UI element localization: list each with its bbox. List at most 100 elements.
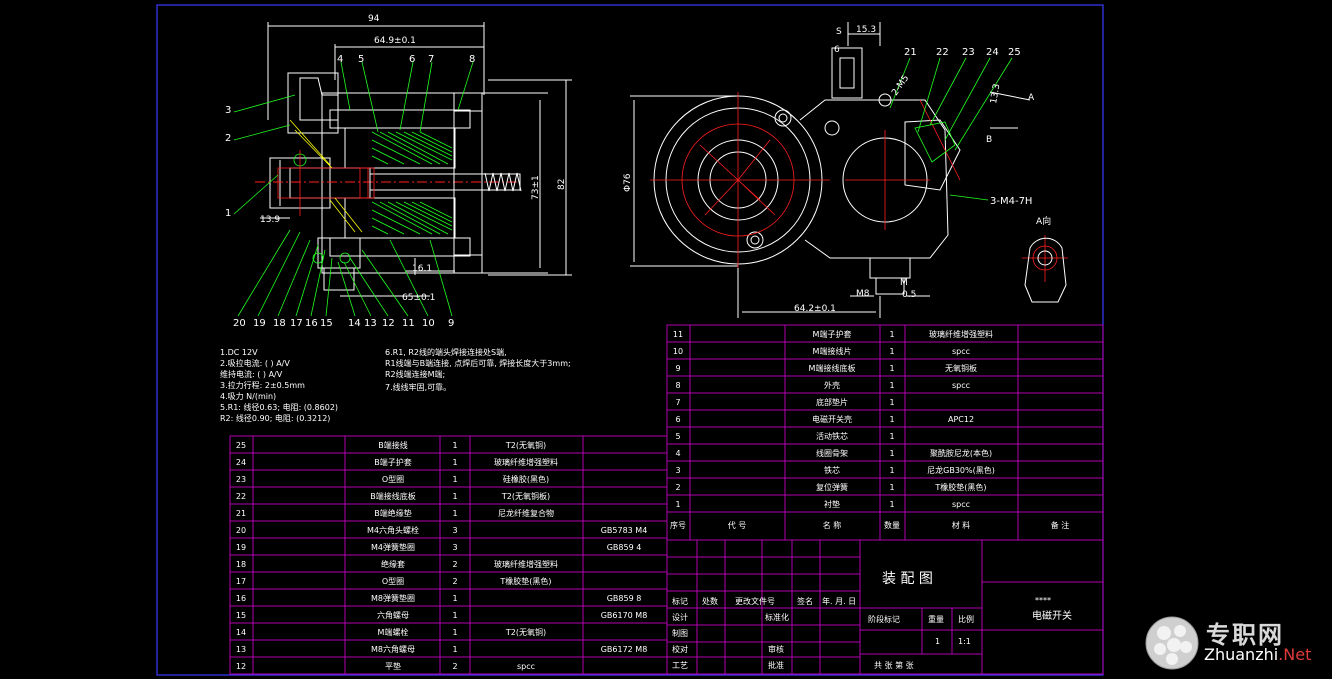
cell-qty: 1 [889, 330, 894, 339]
cell-name: B端绝缘垫 [374, 508, 412, 518]
callout: 14 [348, 318, 361, 329]
cell-qty: 1 [889, 364, 894, 373]
callout: 19 [253, 318, 266, 329]
note-line: R1线端与B端连接, 点焊后可靠, 焊接长度大于3mm; [385, 358, 571, 368]
callout: 6 [409, 54, 415, 65]
cell-no: 19 [236, 543, 246, 552]
cell-no: 7 [675, 398, 680, 407]
cell-name: O型圈 [382, 475, 404, 484]
watermark-en-tld: .Net [1278, 645, 1312, 664]
cell-qty: 1 [452, 645, 457, 654]
cell-no: 22 [236, 492, 246, 501]
product-name: 电磁开关 [1032, 609, 1072, 622]
cell-name: 底部垫片 [816, 397, 848, 407]
cell-name: O型圈 [382, 577, 404, 586]
cell-qty: 1 [452, 594, 457, 603]
cell-name: 绝缘套 [381, 559, 405, 569]
cell-mat: spcc [517, 662, 535, 671]
col-label: 签名 [797, 596, 813, 606]
callout: 24 [986, 47, 999, 58]
cell-std: GB859 4 [607, 543, 642, 552]
callout: 18 [273, 318, 286, 329]
view-a-label: A向 [1036, 215, 1051, 227]
callouts-left: 3 2 1 4 5 6 7 8 20 19 18 17 16 15 14 13 … [225, 54, 475, 329]
title-block-text: 装 配 图 **** 电磁开关 阶段标记 重量 比例 1 1:1 共 张 第 张… [672, 571, 1072, 670]
sheets-label: 共 张 第 张 [874, 660, 914, 670]
table-row: 8 外壳 1 spcc [675, 380, 970, 390]
watermark-en: Zhuanzhi.Net [1204, 645, 1311, 664]
dim-64-2: 64.2±0.1 [794, 304, 836, 314]
dim-13-9: 13.9 [260, 215, 280, 225]
cell-mat: T2(无氧铜板) [501, 491, 550, 501]
table-header: 序号 代 号 名 称 数量 材 料 备 注 [670, 520, 1069, 530]
cell-qty: 1 [889, 347, 894, 356]
cell-no: 18 [236, 560, 246, 569]
dim-73: 73±1 [531, 175, 541, 200]
cell-qty: 1 [452, 458, 457, 467]
std-label: 标准化 [765, 612, 789, 622]
callout: 9 [448, 318, 454, 329]
cell-name: 外壳 [824, 380, 840, 390]
row-label: 校对 [672, 644, 688, 654]
dim-m: M [900, 278, 908, 288]
cell-name: M4六角头螺栓 [367, 525, 419, 535]
watermark: 专职网 Zhuanzhi.Net [1144, 613, 1324, 673]
cell-mat: T橡胶垫(黑色) [499, 576, 551, 586]
dim-0-5: 0.5 [902, 290, 916, 300]
cell-name: M8弹簧垫圈 [371, 593, 415, 603]
end-view-green [889, 57, 1013, 201]
scale-label: 比例 [958, 614, 974, 624]
table-row: 1 衬垫 1 spcc [675, 499, 970, 509]
callout: 25 [1008, 47, 1021, 58]
row-label: 工艺 [672, 661, 688, 670]
note-line: 4.吸力 N/(min) [220, 391, 276, 401]
row-label: 标记 [672, 596, 688, 606]
dim-13-3: 13.3 [989, 83, 1002, 104]
cell-std: GB859 8 [607, 594, 642, 603]
table-row: 7 底部垫片 1 [675, 397, 894, 407]
cell-name: M端接线片 [813, 346, 852, 356]
cell-mat: APC12 [948, 415, 974, 424]
cell-no: 6 [675, 415, 680, 424]
col-label: 更改文件号 [735, 596, 775, 606]
weight-label: 重量 [928, 614, 944, 624]
col-label: 年. 月. 日 [822, 596, 856, 606]
cell-qty: 1 [889, 398, 894, 407]
cell-qty: 2 [452, 560, 457, 569]
dim-6: 6 [834, 45, 840, 55]
cell-no: 17 [236, 577, 246, 586]
cell-no: 8 [675, 381, 680, 390]
dim-82: 82 [557, 179, 567, 190]
technical-notes: 1.DC 12V 2.吸拉电流: ( ) A/V 维持电流: ( ) A/V 3… [220, 347, 571, 423]
callout: 12 [382, 318, 395, 329]
watermark-cn: 专职网 [1206, 621, 1284, 649]
cell-name: M4弹簧垫圈 [371, 542, 415, 552]
callout: 8 [469, 54, 475, 65]
dim-a-label: A [1028, 93, 1035, 103]
cell-mat: 硅橡胶(黑色) [503, 474, 549, 484]
cell-std: GB6172 M8 [601, 645, 648, 654]
cell-no: 4 [675, 449, 680, 458]
note-line: 7.线线牢固,可靠。 [385, 382, 451, 392]
cell-name: 复位弹簧 [816, 482, 848, 492]
cell-std: GB5783 M4 [601, 526, 648, 535]
section-yellow-lines [289, 119, 363, 233]
title-block [666, 539, 1104, 675]
callout: 10 [422, 318, 435, 329]
callout: 15 [320, 318, 333, 329]
header-code: 代 号 [728, 520, 747, 530]
note-line: R2: 线径0.90; 电阻: (0.3212) [220, 413, 330, 423]
cell-name: M端子护套 [813, 329, 852, 339]
cell-qty: 1 [889, 381, 894, 390]
cell-qty: 3 [452, 526, 457, 535]
review-label: 审核 [768, 644, 784, 654]
end-view-red [650, 92, 1068, 282]
row-label: 制图 [672, 628, 688, 638]
scale-value: 1:1 [958, 637, 971, 646]
